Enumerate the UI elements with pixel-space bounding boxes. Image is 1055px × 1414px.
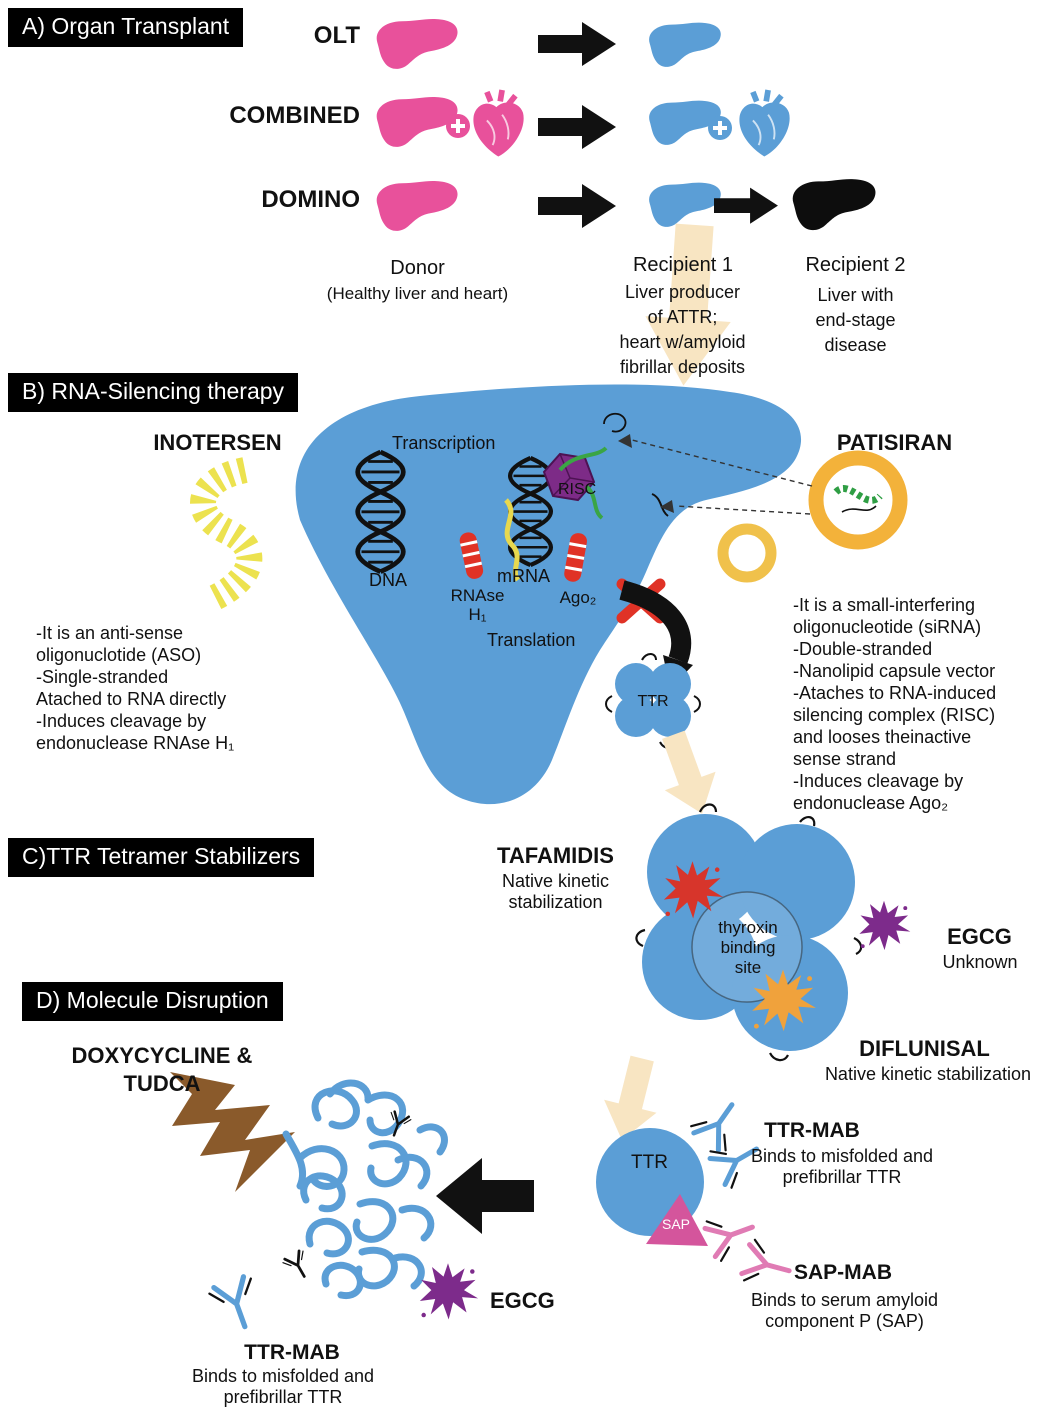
recipient1-sublabel: Liver producer of ATTR; heart w/amyloid …: [619, 282, 746, 377]
diflunisal-sublabel: Native kinetic stabilization: [824, 1064, 1032, 1084]
fibril-antibody-mark-1-icon: [280, 1247, 316, 1284]
sap-triangle-icon: [646, 1194, 708, 1246]
sap-mab-icon-1: [703, 1207, 760, 1262]
donor-liver-domino-icon: [376, 181, 458, 231]
ttr-mab-sublabel: Binds to misfolded and prefibrillar TTR: [750, 1146, 934, 1187]
ago2-icon: [564, 533, 587, 582]
patisiran-capsule-icon: [808, 450, 908, 550]
egcg-splat-icon: [859, 900, 911, 951]
diflunisal-heading: DIFLUNISAL: [859, 1036, 990, 1061]
doxycycline-heading: DOXYCYCLINE & TUDCA: [71, 1043, 253, 1096]
ttr-mab-bottom-icon: [208, 1275, 266, 1334]
donor-liver-olt-icon: [376, 19, 458, 69]
thyroxin-binding-site-icon: [691, 891, 803, 1003]
recipient2-sublabel: Liver with end-stage disease: [815, 285, 896, 355]
inotersen-bullet: -Induces cleavage by endonuclease RNAse …: [36, 711, 235, 753]
binding-site-label: thyroxin binding site: [718, 918, 778, 977]
transplant-arrow-combined-icon: [538, 105, 616, 149]
transplant-arrow-olt-icon: [538, 22, 616, 66]
patisiran-bullet: -It is a small-interfering oligonucleoti…: [793, 595, 982, 637]
risc-label: RISC: [558, 481, 597, 498]
ago2-label: Ago₂: [559, 588, 597, 607]
donor-sublabel: (Healthy liver and heart): [326, 284, 509, 303]
recipient2-label: Recipient 2: [805, 254, 906, 276]
section-c-title: C)TTR Tetramer Stabilizers: [8, 838, 315, 877]
doxycycline-bolt-icon: [170, 1072, 295, 1192]
liver-silhouette: [295, 384, 802, 805]
ttr-cluster-label: TTR: [637, 693, 669, 710]
translation-label: Translation: [487, 630, 576, 650]
mrna-label: mRNA: [497, 566, 550, 586]
row-label-domino: DOMINO: [261, 186, 360, 213]
patisiran-heading: PATISIRAN: [836, 430, 953, 455]
sirna-strand-icon: [558, 446, 608, 520]
row-label-olt: OLT: [313, 22, 360, 49]
dashed-arrowhead-2: [660, 500, 674, 513]
donor-plus-icon: [444, 112, 472, 140]
patisiran-bullet: -Induces cleavage by endonuclease Ago₂: [793, 771, 964, 813]
dashed-connector-2: [675, 505, 811, 515]
inotersen-bullet: -Single-stranded Atached to RNA directly: [36, 667, 227, 709]
patisiran-strand-icon: [841, 505, 877, 513]
donor-heart-icon: [473, 90, 523, 157]
recipient1-heart-icon: [739, 90, 789, 157]
disruption-arrow-icon: [436, 1158, 534, 1234]
egcg-bottom-heading: EGCG: [490, 1288, 555, 1313]
tafamidis-sublabel: Native kinetic stabilization: [501, 871, 610, 912]
recipient1-plus-icon: [706, 114, 734, 142]
rnase-h1-label: RNAse H₁: [450, 586, 505, 624]
patisiran-bullet: -Nanolipid capsule vector: [793, 661, 996, 681]
egcg-heading: EGCG: [947, 924, 1012, 949]
section-d-title: D) Molecule Disruption: [22, 982, 283, 1021]
inotersen-bullets: -It is an anti-sense oligonuclotide (ASO…: [36, 622, 306, 754]
section-b-title: B) RNA-Silencing therapy: [8, 373, 299, 412]
rnase-h1-icon: [459, 532, 484, 579]
dashed-connector-1: [631, 439, 813, 487]
patisiran-bullet: -Ataches to RNA-induced silencing comple…: [793, 683, 997, 769]
recipient1-label: Recipient 1: [632, 254, 734, 276]
ttr-sphere-label: TTR: [631, 1152, 668, 1173]
amyloid-fibril-tangle-icon: [282, 1079, 448, 1300]
transplant-arrow-domino-icon: [538, 184, 616, 228]
sap-label: SAP: [661, 1216, 690, 1232]
patisiran-bullets: -It is a small-interfering oligonucleoti…: [793, 594, 1055, 814]
rna-coil-top-icon: [603, 412, 627, 433]
inotersen-aso-icon: [190, 457, 263, 612]
donor-label: Donor: [390, 257, 445, 279]
section-a-title: A) Organ Transplant: [8, 8, 244, 47]
inotersen-heading: INOTERSEN: [153, 430, 282, 455]
mrna-strand-icon: [503, 498, 521, 582]
recipient2-liver-icon: [792, 179, 876, 231]
ttr-mab-bottom-heading: TTR-MAB: [244, 1341, 340, 1364]
ttr-mab-bottom-sublabel: Binds to misfolded and prefibrillar TTR: [191, 1366, 375, 1407]
transcription-label: Transcription: [392, 433, 496, 453]
sap-mab-heading: SAP-MAB: [794, 1261, 892, 1284]
patisiran-bullet: -Double-stranded: [793, 639, 933, 659]
recipient1-liver-domino-icon: [649, 182, 721, 227]
patisiran-sirna-icon: [833, 485, 883, 504]
to-ttr-arrow-icon: [619, 580, 692, 664]
risc-inner-lines: [552, 453, 595, 497]
domino-second-arrow-icon: [714, 187, 778, 224]
row-label-combined: COMBINED: [229, 102, 360, 129]
tafamidis-heading: TAFAMIDIS: [497, 843, 614, 868]
donor-liver-combined-icon: [376, 97, 458, 147]
nanolipid-ring-icon: [717, 523, 777, 583]
sap-mab-sublabel: Binds to serum amyloid component P (SAP): [750, 1290, 939, 1331]
dna-label: DNA: [368, 570, 407, 590]
dashed-arrowhead-1: [618, 434, 632, 448]
ttr-mab-heading: TTR-MAB: [764, 1119, 860, 1142]
ttr-mab-right-icon-1: [689, 1093, 749, 1154]
inotersen-bullet: -It is an anti-sense oligonuclotide (ASO…: [36, 623, 202, 665]
rna-coil-mid-icon: [651, 493, 669, 517]
recipient1-liver-olt-icon: [649, 22, 721, 67]
egcg-sublabel: Unknown: [942, 952, 1018, 972]
ttr-cluster-icon: [605, 653, 701, 749]
egcg-bottom-splat-icon: [419, 1263, 479, 1320]
